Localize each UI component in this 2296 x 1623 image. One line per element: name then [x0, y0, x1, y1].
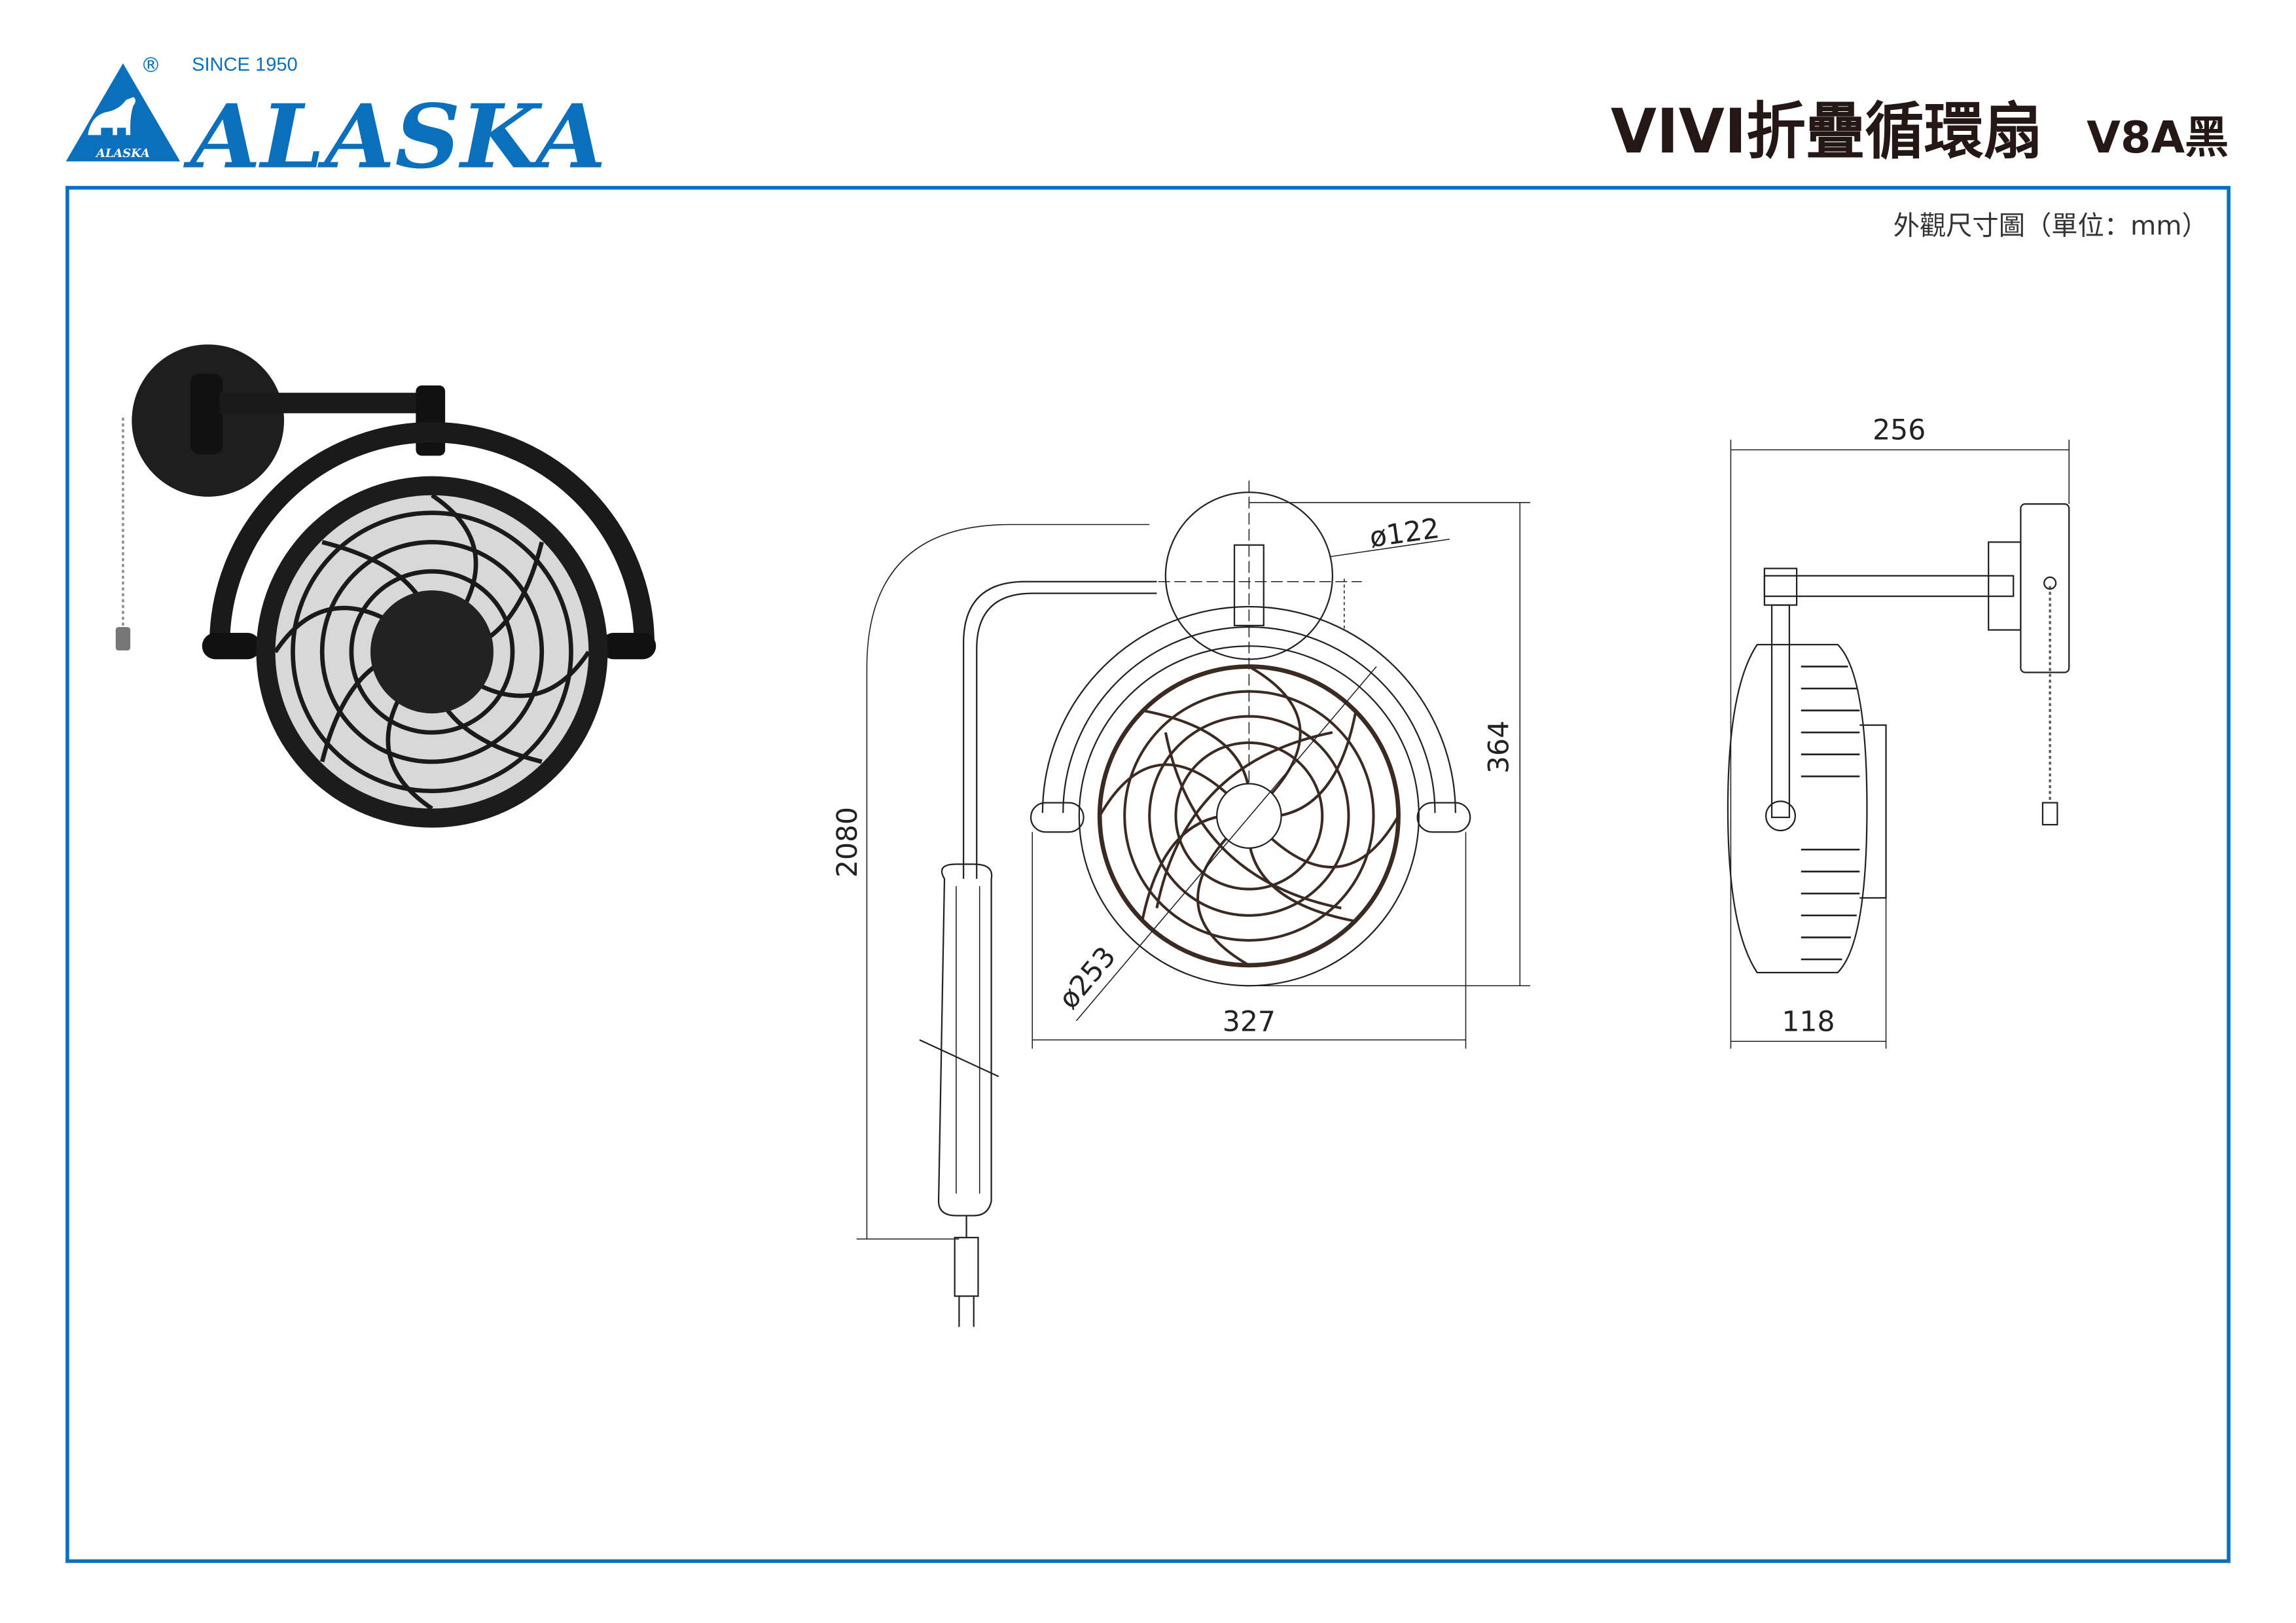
dim-body-depth: 118 — [1782, 1007, 1835, 1039]
polar-bear-icon — [88, 97, 135, 135]
front-view-drawing — [919, 480, 1471, 1327]
product-photo — [115, 344, 656, 828]
dim-base-diameter: ø122 — [1368, 512, 1442, 554]
product-model: V8A黑 — [2087, 112, 2229, 163]
side-view-dimensions: 256 118 — [1730, 415, 2070, 1049]
dim-cord-length: 2080 — [832, 807, 864, 878]
sheet-subtitle: 外觀尺寸圖（單位：mm） — [1893, 211, 2208, 241]
since-text: SINCE 1950 — [192, 54, 298, 75]
side-view-drawing — [1727, 503, 2070, 974]
sheet-border — [65, 186, 2231, 1563]
logo-small-text: ALASKA — [95, 147, 150, 160]
dim-height: 364 — [1483, 721, 1515, 774]
dim-total-depth: 256 — [1873, 415, 1926, 447]
product-title: VIVI折疊循環扇 — [1611, 96, 2043, 168]
brand-wordmark: ALASKA — [183, 85, 606, 188]
front-view-dimensions: ø122 364 327 ø253 2080 — [832, 502, 1530, 1240]
brand-logo: ALASKA ® SINCE 1950 ALASKA — [65, 54, 606, 188]
dim-width: 327 — [1223, 1007, 1276, 1039]
registered-mark: ® — [141, 54, 161, 77]
